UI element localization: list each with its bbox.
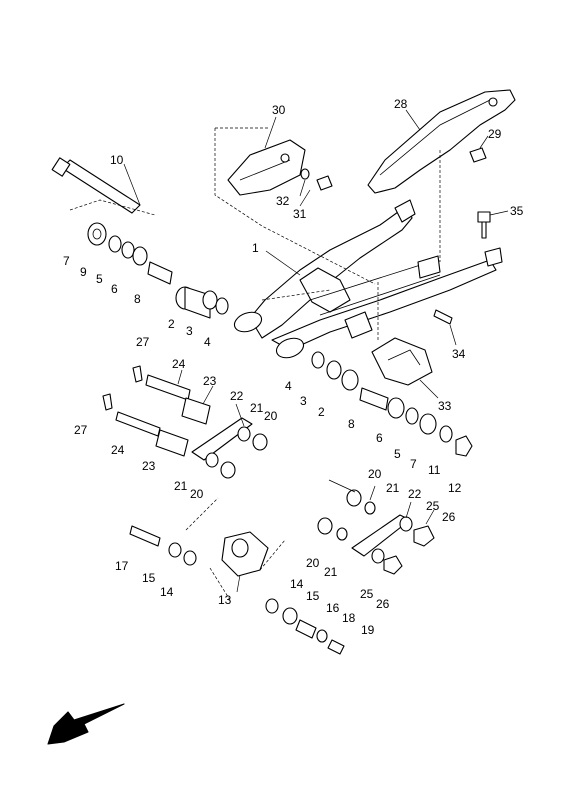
callout-27: 27 xyxy=(74,423,88,437)
right-collar-stack xyxy=(311,351,473,457)
callout-7: 7 xyxy=(63,254,70,268)
callout-20: 20 xyxy=(306,556,320,570)
callout-4: 4 xyxy=(204,335,211,349)
callout-7: 7 xyxy=(410,457,417,471)
callout-15: 15 xyxy=(142,571,156,585)
callout-20: 20 xyxy=(190,487,204,501)
callout-8: 8 xyxy=(134,292,141,306)
callout-22: 22 xyxy=(408,487,422,501)
front-direction-arrow-icon xyxy=(47,703,125,745)
callout-4: 4 xyxy=(285,379,292,393)
callout-3: 3 xyxy=(186,324,193,338)
callout-10: 10 xyxy=(110,153,124,167)
protector xyxy=(371,337,433,386)
callout-16: 16 xyxy=(326,601,340,615)
callout-25: 25 xyxy=(426,499,440,513)
chain-guard xyxy=(367,89,516,262)
callout-21: 21 xyxy=(324,565,338,579)
callout-25: 25 xyxy=(360,587,374,601)
swingarm xyxy=(233,199,503,359)
callout-34: 34 xyxy=(452,347,466,361)
callout-30: 30 xyxy=(272,103,286,117)
callout-6: 6 xyxy=(376,431,383,445)
callout-1: 1 xyxy=(252,241,259,255)
leader-lines xyxy=(123,109,509,593)
small-bolts xyxy=(300,147,491,325)
pivot-shaft xyxy=(51,157,156,216)
callout-35: 35 xyxy=(510,204,524,218)
callout-3: 3 xyxy=(300,394,307,408)
left-collar-stack xyxy=(87,222,229,319)
callout-26: 26 xyxy=(376,597,390,611)
callout-19: 19 xyxy=(361,623,375,637)
callout-21: 21 xyxy=(174,479,188,493)
callout-23: 23 xyxy=(203,374,217,388)
callout-20: 20 xyxy=(368,467,382,481)
callout-21: 21 xyxy=(250,401,264,415)
callout-5: 5 xyxy=(96,272,103,286)
callout-11: 11 xyxy=(428,463,441,477)
callout-28: 28 xyxy=(394,97,408,111)
callout-14: 14 xyxy=(290,577,304,591)
callout-2: 2 xyxy=(318,405,325,419)
callout-13: 13 xyxy=(218,593,232,607)
chain-slider xyxy=(214,127,376,285)
callout-17: 17 xyxy=(115,559,129,573)
callout-6: 6 xyxy=(111,282,118,296)
callout-24: 24 xyxy=(172,357,186,371)
callout-23: 23 xyxy=(142,459,156,473)
callout-12: 12 xyxy=(448,481,462,495)
callout-20: 20 xyxy=(264,409,278,423)
callout-8: 8 xyxy=(348,417,355,431)
relay-arm-group xyxy=(102,365,268,479)
callout-24: 24 xyxy=(111,443,125,457)
callout-2: 2 xyxy=(168,317,175,331)
callout-33: 33 xyxy=(438,399,452,413)
callout-32: 32 xyxy=(276,194,290,208)
callout-27: 27 xyxy=(136,335,150,349)
callout-14: 14 xyxy=(160,585,174,599)
callout-21: 21 xyxy=(386,481,400,495)
callout-5: 5 xyxy=(394,447,401,461)
connecting-rod xyxy=(129,489,435,655)
callout-29: 29 xyxy=(488,127,502,141)
callout-26: 26 xyxy=(442,510,456,524)
callout-numbers: 1 2 2 3 3 4 4 5 5 6 6 7 7 8 8 9 10 11 12… xyxy=(63,97,524,637)
callout-22: 22 xyxy=(230,389,244,403)
callout-18: 18 xyxy=(342,611,356,625)
callout-9: 9 xyxy=(80,265,87,279)
callout-31: 31 xyxy=(293,207,307,221)
callout-15: 15 xyxy=(306,589,320,603)
